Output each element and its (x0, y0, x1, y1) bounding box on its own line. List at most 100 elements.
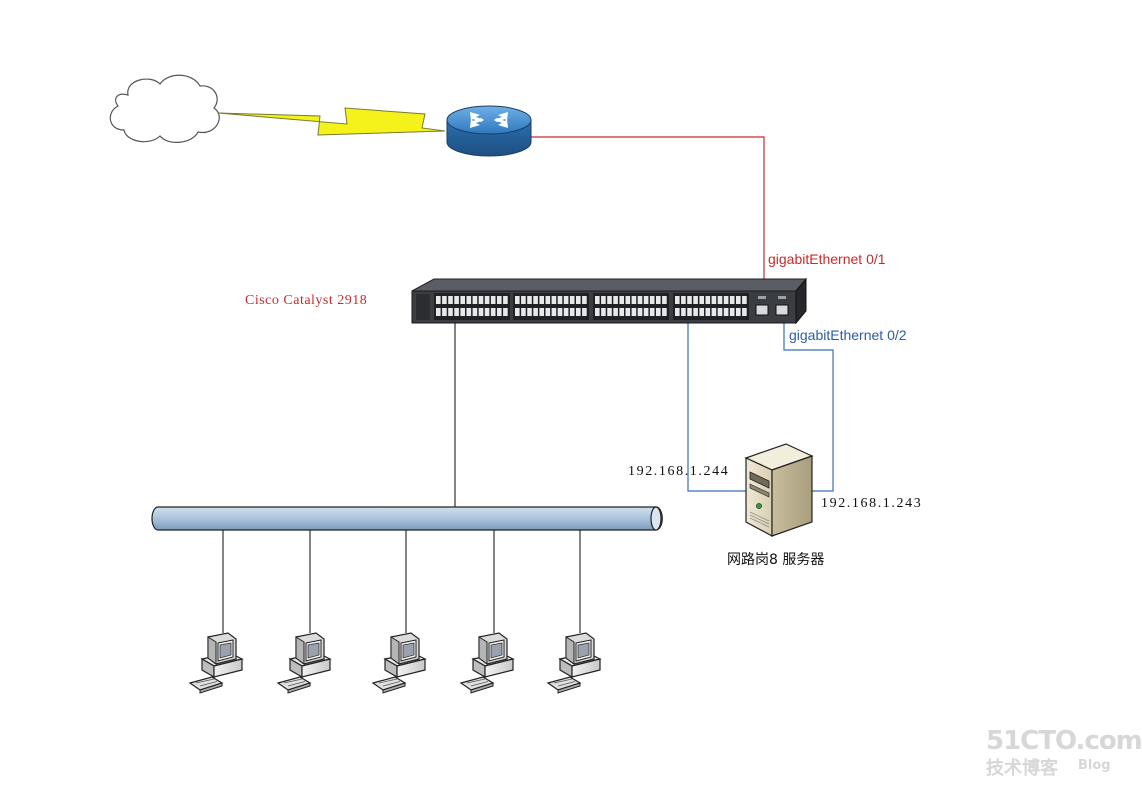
switch-icon (411, 277, 808, 325)
switch-port (515, 296, 520, 304)
switch-port (436, 296, 441, 304)
switch-port (595, 296, 600, 304)
switch-port (448, 296, 453, 304)
router-icon (446, 105, 532, 157)
switch-port (643, 296, 649, 304)
switch-port (619, 308, 624, 316)
switch-port (717, 308, 723, 316)
switch-port (569, 308, 575, 316)
lan-bus-icon (151, 506, 663, 531)
switch-port (729, 308, 735, 316)
switch-port (569, 296, 575, 304)
switch-port (662, 296, 667, 304)
switch-port (563, 296, 569, 304)
switch-port (711, 296, 717, 304)
switch-port (742, 308, 747, 316)
switch-port (460, 296, 465, 304)
switch-port (656, 308, 661, 316)
switch-port (527, 308, 532, 316)
switch-port (625, 308, 631, 316)
switch-port (497, 308, 502, 316)
server-name-label: 网路岗8 服务器 (727, 552, 825, 568)
switch-port (649, 308, 655, 316)
switch-port (484, 308, 490, 316)
router-to-switch-link (531, 136, 765, 307)
switch-port (649, 296, 655, 304)
switch-port (563, 308, 569, 316)
server-icon (744, 443, 814, 538)
switch-port (643, 308, 649, 316)
desktop-computer-icon (460, 632, 514, 694)
switch-port (736, 308, 741, 316)
server-ip-243-label: 192.168.1.243 (821, 496, 923, 511)
switch-port (582, 296, 587, 304)
wan-serial-link (217, 107, 446, 136)
switch-port (675, 296, 680, 304)
switch-port (576, 296, 581, 304)
switch-port (637, 296, 643, 304)
port-g01-label: gigabitEthernet 0/1 (768, 251, 886, 267)
switch-port (705, 296, 711, 304)
switch-port (533, 308, 538, 316)
switch-port (723, 296, 729, 304)
switch-port (551, 308, 557, 316)
switch-port (478, 296, 484, 304)
switch-port (705, 308, 711, 316)
switch-model-label: Cisco Catalyst 2918 (245, 293, 368, 308)
switch-to-server-link-244 (687, 323, 747, 492)
switch-port (478, 308, 484, 316)
switch-port (631, 308, 637, 316)
switch-port (637, 308, 643, 316)
switch-port (601, 308, 606, 316)
switch-port (490, 308, 496, 316)
server-ip-244-label: 192.168.1.244 (628, 464, 730, 479)
switch-port (545, 296, 551, 304)
switch-port (699, 296, 704, 304)
switch-port (742, 296, 747, 304)
desktop-computer-icon (277, 632, 331, 694)
switch-port (595, 308, 600, 316)
switch-port (521, 296, 526, 304)
switch-port (545, 308, 551, 316)
switch-port (460, 308, 465, 316)
switch-port (503, 296, 508, 304)
switch-port (625, 296, 631, 304)
switch-port (607, 296, 612, 304)
switch-port (472, 296, 478, 304)
switch-port (557, 296, 563, 304)
switch-port (601, 296, 606, 304)
switch-port (693, 296, 698, 304)
switch-port (503, 308, 508, 316)
switch-port (557, 308, 563, 316)
switch-port (466, 308, 472, 316)
switch-port (454, 296, 459, 304)
switch-port (613, 296, 618, 304)
watermark-site: 51CTO.com (986, 726, 1142, 756)
port-g02-label: gigabitEthernet 0/2 (789, 327, 907, 343)
switch-port (521, 308, 526, 316)
switch-port (472, 308, 478, 316)
switch-port (717, 296, 723, 304)
switch-port (681, 296, 686, 304)
switch-port (675, 308, 680, 316)
switch-port (693, 308, 698, 316)
switch-port (613, 308, 618, 316)
switch-port (497, 296, 502, 304)
switch-port (551, 296, 557, 304)
desktop-computer-icon (372, 632, 426, 694)
switch-port (711, 308, 717, 316)
switch-port (582, 308, 587, 316)
watermark-blog-cn: 技术博客 (986, 758, 1058, 779)
switch-port (448, 308, 453, 316)
switch-port (442, 308, 447, 316)
switch-port (576, 308, 581, 316)
switch-port (631, 296, 637, 304)
watermark-blog-en: Blog (1078, 758, 1111, 773)
switch-port (490, 296, 496, 304)
switch-port (515, 308, 520, 316)
switch-port (607, 308, 612, 316)
cloud-icon (109, 74, 220, 143)
switch-port (539, 308, 544, 316)
switch-port (656, 296, 661, 304)
switch-port (533, 296, 538, 304)
